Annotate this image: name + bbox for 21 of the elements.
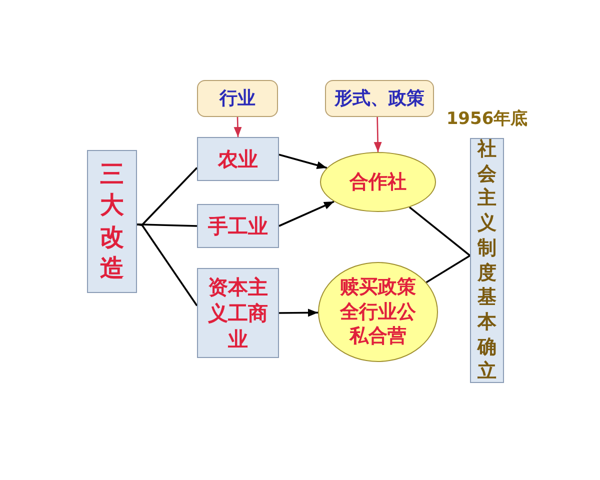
arrow bbox=[278, 200, 334, 227]
process-box bbox=[197, 204, 279, 248]
node-text: 合作社 bbox=[350, 170, 406, 194]
process-box bbox=[87, 150, 137, 293]
process-box bbox=[197, 268, 279, 358]
node-text: 三大改造 bbox=[99, 159, 125, 284]
category-box bbox=[197, 80, 278, 117]
node-text: 资本主义工商业 bbox=[207, 274, 269, 352]
node-text: 形式、政策 bbox=[334, 86, 424, 110]
node-text: 农业 bbox=[218, 146, 258, 172]
category-box bbox=[325, 80, 434, 117]
arrow bbox=[279, 308, 318, 317]
process-box bbox=[197, 137, 279, 181]
node-text: 赎买政策全行业公私合营 bbox=[338, 274, 417, 350]
node-text: 社会主义制度基本确立 bbox=[476, 137, 498, 384]
node-text: 行业 bbox=[220, 86, 256, 110]
arrow bbox=[374, 116, 382, 152]
node-text: 手工业 bbox=[208, 213, 268, 239]
date-label: 1956年底 bbox=[446, 108, 528, 130]
arrow bbox=[278, 154, 328, 170]
arrow bbox=[234, 116, 242, 138]
